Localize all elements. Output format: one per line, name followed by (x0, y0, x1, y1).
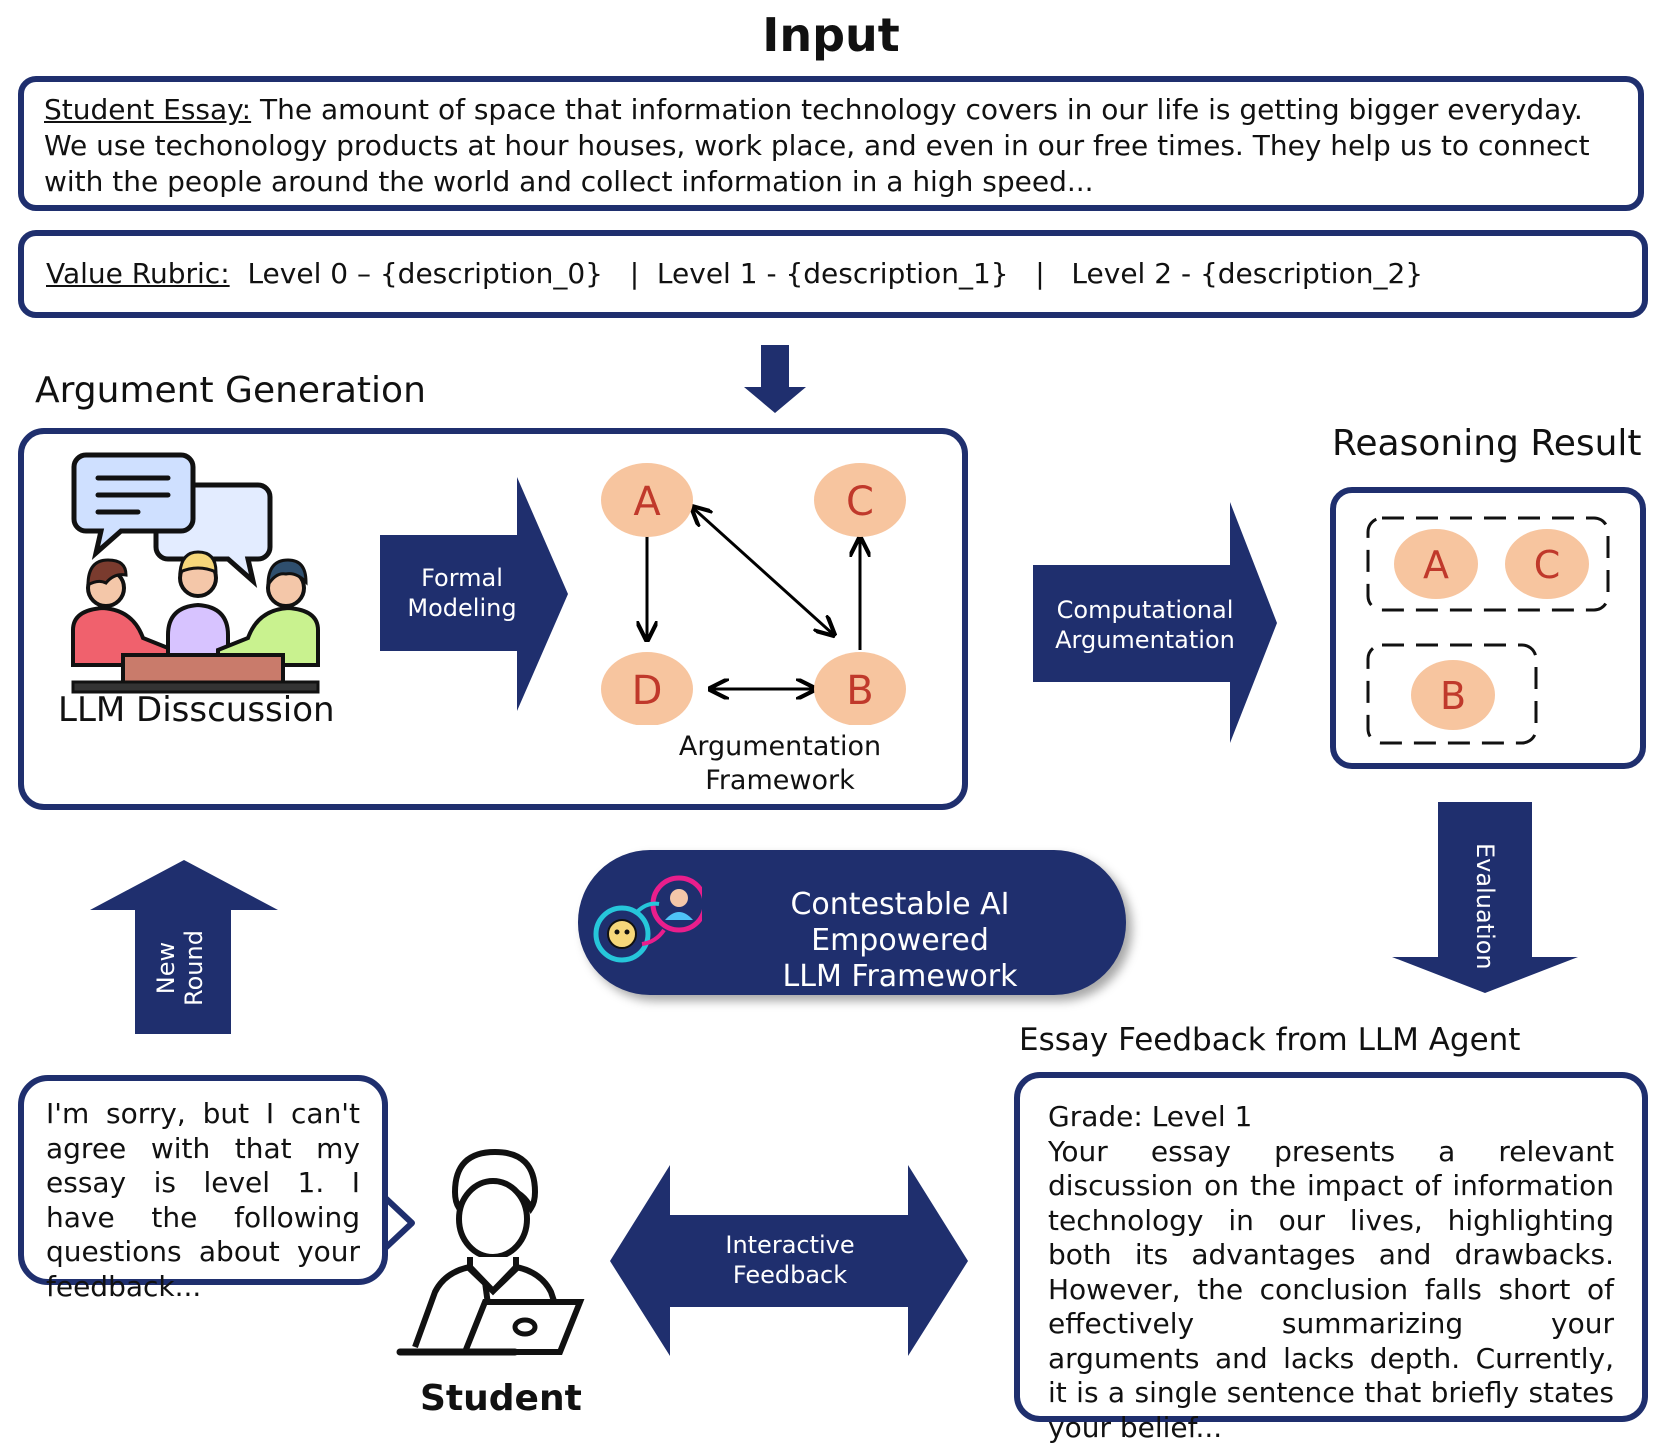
student-icon (395, 1147, 590, 1357)
student-label: Student (420, 1378, 582, 1419)
value-rubric-box: Value Rubric: Level 0 – {description_0} … (18, 230, 1648, 318)
contestable-ai-label: Contestable AI Empowered LLM Framework (700, 887, 1100, 995)
interactive-line2: Feedback (700, 1260, 880, 1290)
feedback-text: Your essay presents a relevant discussio… (1048, 1135, 1614, 1445)
pill-line2: LLM Framework (700, 959, 1100, 995)
argumentation-framework-label: Argumentation Framework (660, 730, 900, 798)
node-a: A (601, 463, 693, 537)
llm-discussion-label: LLM Disscussion (58, 690, 335, 730)
down-arrow-input (740, 345, 810, 415)
svg-text:A: A (1423, 543, 1449, 587)
new-round-label: New Round (152, 918, 208, 1018)
svg-text:B: B (846, 668, 873, 714)
essay-feedback-box: Grade: Level 1 Your essay presents a rel… (1014, 1072, 1648, 1422)
svg-text:B: B (1440, 674, 1466, 718)
result-node-a: A (1394, 529, 1478, 599)
rubric-label: Value Rubric: (46, 257, 230, 290)
node-d: D (601, 652, 693, 725)
input-title: Input (0, 8, 1662, 62)
feedback-grade: Grade: Level 1 (1048, 1100, 1614, 1135)
rubric-text: Level 0 – {description_0} | Level 1 - {d… (230, 257, 1423, 290)
result-node-b: B (1411, 660, 1495, 730)
interactive-feedback-label: Interactive Feedback (700, 1230, 880, 1290)
essay-feedback-title: Essay Feedback from LLM Agent (1019, 1022, 1520, 1058)
framework-label-line1: Argumentation (660, 730, 900, 764)
argument-generation-title: Argument Generation (35, 370, 426, 411)
comp-label-line2: Argumentation (1050, 625, 1240, 655)
svg-text:A: A (633, 479, 661, 525)
svg-text:C: C (846, 479, 874, 525)
formal-modeling-label: Formal Modeling (392, 563, 532, 623)
framework-label-line2: Framework (660, 764, 900, 798)
node-b: B (814, 652, 906, 725)
computational-argumentation-label: Computational Argumentation (1050, 595, 1240, 655)
edge-a-b (692, 507, 834, 635)
new-round-line2: Round (180, 918, 208, 1018)
argumentation-framework-graph: A C D B (590, 455, 940, 725)
formal-label-line1: Formal (392, 563, 532, 593)
essay-text: The amount of space that information tec… (44, 93, 1590, 198)
essay-label: Student Essay: (44, 93, 251, 126)
new-round-line1: New (152, 918, 180, 1018)
formal-label-line2: Modeling (392, 593, 532, 623)
reasoning-result-title: Reasoning Result (1332, 423, 1642, 464)
node-c: C (814, 463, 906, 537)
contestable-ai-logo-icon (592, 872, 702, 972)
svg-text:C: C (1534, 543, 1561, 587)
result-node-c: C (1505, 529, 1589, 599)
reasoning-result-graph: A C B (1360, 512, 1620, 752)
comp-label-line1: Computational (1050, 595, 1240, 625)
svg-text:D: D (632, 668, 663, 714)
evaluation-label: Evaluation (1471, 843, 1499, 953)
pill-line1: Contestable AI Empowered (700, 887, 1100, 959)
interactive-line1: Interactive (700, 1230, 880, 1260)
student-speech-bubble: I'm sorry, but I can't agree with that m… (18, 1075, 388, 1285)
llm-discussion-icon (68, 450, 338, 705)
student-essay-box: Student Essay: The amount of space that … (18, 76, 1644, 211)
